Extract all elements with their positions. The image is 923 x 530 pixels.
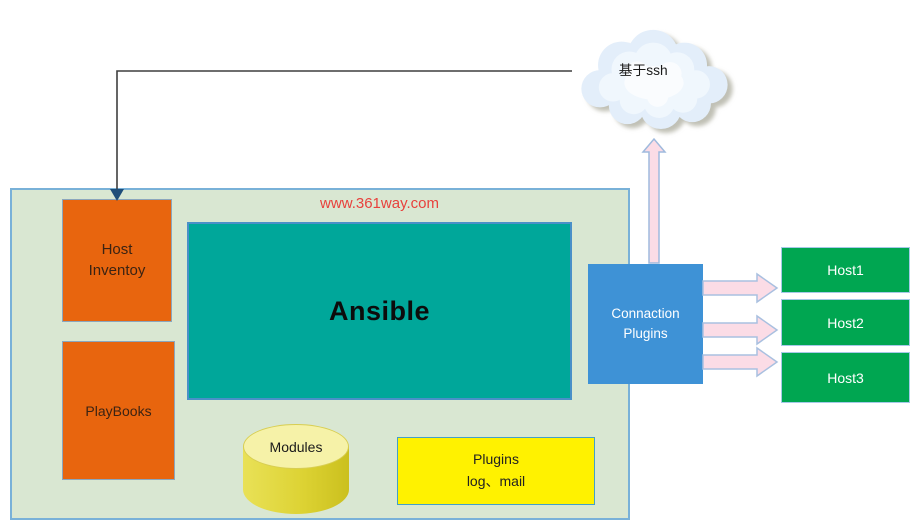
host3-label: Host3 <box>827 369 864 386</box>
host3-box: Host3 <box>781 352 910 403</box>
ansible-label: Ansible <box>328 295 431 326</box>
connection-plugins-box: Connaction Plugins <box>588 264 703 384</box>
host1-label: Host1 <box>827 262 864 278</box>
ssh-connector-line <box>116 70 572 190</box>
plugins-label: Plugins log、mail <box>466 451 526 489</box>
cloud-core-shape <box>624 61 684 107</box>
up-arrow-icon <box>641 137 667 264</box>
cylinder-top-shape: Modules <box>243 424 349 469</box>
modules-cylinder: Modules <box>243 424 349 514</box>
connection-plugins-label: Connaction Plugins <box>611 305 680 341</box>
plugins-box: Plugins log、mail <box>397 437 595 505</box>
cloud-label: 基于ssh <box>619 62 668 78</box>
playbooks-box: PlayBooks <box>62 341 175 480</box>
ssh-cloud: 基于ssh <box>581 29 728 130</box>
right-arrow-host3-icon <box>702 346 779 378</box>
host1-box: Host1 <box>781 247 910 293</box>
host2-box: Host2 <box>781 299 910 346</box>
watermark-text: www.361way.com <box>320 195 439 212</box>
ansible-box: Ansible <box>187 222 572 400</box>
host-inventory-label: Host Inventoy <box>88 241 146 279</box>
right-arrow-host2-icon <box>702 314 779 346</box>
host2-label: Host2 <box>827 314 864 331</box>
playbooks-label: PlayBooks <box>85 402 152 419</box>
right-arrow-host1-icon <box>702 272 779 304</box>
modules-label: Modules <box>269 438 323 455</box>
host-inventory-box: Host Inventoy <box>62 199 172 322</box>
